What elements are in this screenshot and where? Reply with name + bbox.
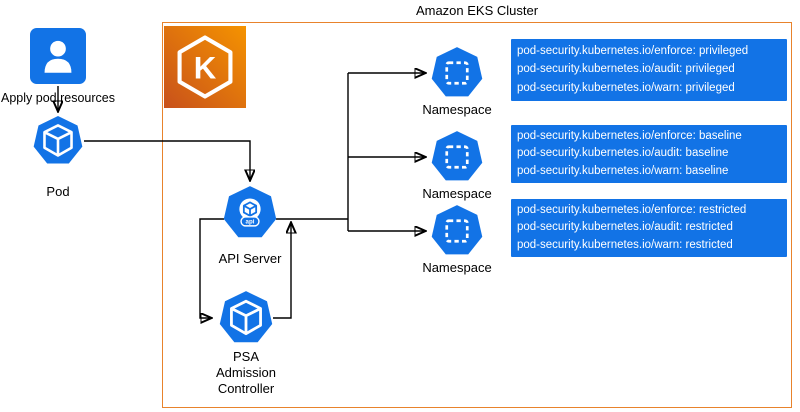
- namespace-icon-privileged: [430, 46, 484, 100]
- namespace-icon-restricted: [430, 204, 484, 258]
- user-action-label: Apply pod resources: [1, 91, 115, 105]
- api-server-icon: api: [222, 185, 278, 241]
- policy-line: pod-security.kubernetes.io/warn: baselin…: [517, 164, 729, 177]
- policy-box-baseline: pod-security.kubernetes.io/enforce: base…: [511, 125, 787, 183]
- policy-line: pod-security.kubernetes.io/audit: baseli…: [517, 147, 729, 160]
- namespace-label: Namespace: [422, 260, 492, 275]
- policy-line: pod-security.kubernetes.io/audit: restri…: [517, 221, 733, 234]
- policy-line: pod-security.kubernetes.io/enforce: priv…: [517, 44, 749, 57]
- policy-line: pod-security.kubernetes.io/warn: privile…: [517, 82, 735, 95]
- psa-admission-controller-icon: [218, 290, 274, 346]
- pod-label: Pod: [46, 184, 70, 199]
- svg-text:K: K: [194, 50, 217, 85]
- user-icon: [30, 28, 86, 84]
- namespace-icon-baseline: [430, 130, 484, 184]
- namespace-label: Namespace: [422, 186, 492, 201]
- psa-label-line: PSA: [232, 349, 259, 364]
- policy-line: pod-security.kubernetes.io/audit: privil…: [517, 63, 735, 76]
- psa-label-line: Admission: [216, 365, 276, 380]
- psa-label-line: Controller: [217, 381, 275, 396]
- eks-cluster-boundary: [162, 22, 792, 408]
- policy-line: pod-security.kubernetes.io/enforce: base…: [517, 130, 742, 143]
- svg-text:api: api: [246, 219, 255, 226]
- api-server-label: API Server: [218, 251, 282, 266]
- diagram-title: Amazon EKS Cluster: [415, 3, 539, 18]
- pod-icon: [32, 115, 84, 167]
- psa-admission-controller-label: PSA Admission Controller: [186, 349, 306, 397]
- policy-box-restricted: pod-security.kubernetes.io/enforce: rest…: [511, 199, 787, 257]
- amazon-eks-logo-icon: K: [164, 26, 246, 108]
- namespace-label: Namespace: [422, 102, 492, 117]
- policy-line: pod-security.kubernetes.io/warn: restric…: [517, 238, 733, 251]
- policy-line: pod-security.kubernetes.io/enforce: rest…: [517, 204, 747, 217]
- policy-box-privileged: pod-security.kubernetes.io/enforce: priv…: [511, 39, 787, 101]
